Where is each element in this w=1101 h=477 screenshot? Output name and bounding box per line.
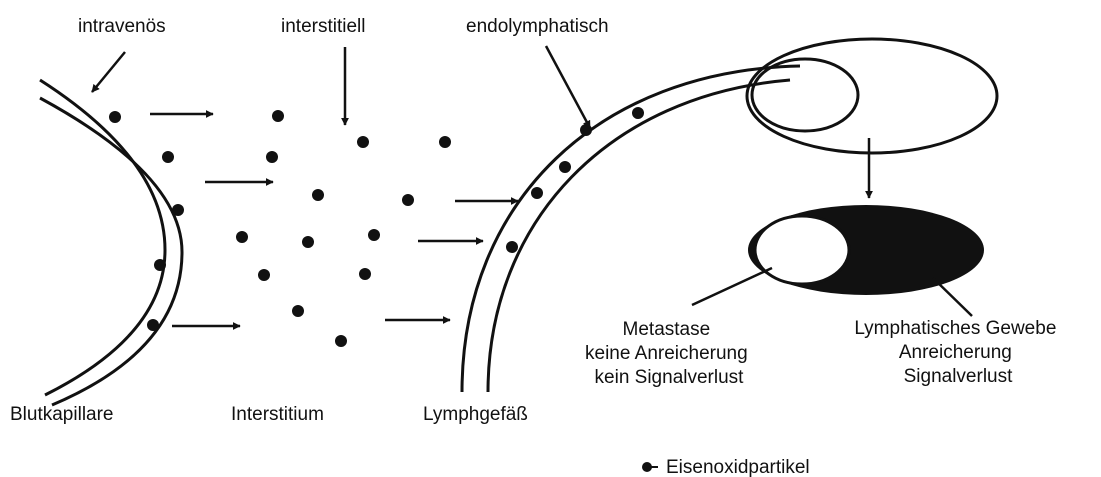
particle xyxy=(258,269,270,281)
metastasis-line-1: Metastase xyxy=(623,319,711,340)
particle xyxy=(312,189,324,201)
lymphatic-tissue-label: Lymphatisches Gewebe Anreicherung Signal… xyxy=(854,318,1061,387)
intravenous-arrow xyxy=(92,52,125,92)
metastasis-label: Metastase keine Anreicherung kein Signal… xyxy=(585,319,753,388)
intravenous-label: intravenös xyxy=(78,16,166,37)
lymph-node xyxy=(747,39,997,153)
particle xyxy=(439,136,451,148)
blood-capillary-wall xyxy=(40,80,182,405)
metastasis-line-3: kein Signalverlust xyxy=(595,367,745,388)
blood-capillary-label: Blutkapillare xyxy=(10,404,114,425)
particle xyxy=(531,187,543,199)
legend-particle-icon xyxy=(642,462,652,472)
particle xyxy=(236,231,248,243)
metastasis-white xyxy=(755,216,849,284)
particle xyxy=(154,259,166,271)
particle xyxy=(147,319,159,331)
interstitium-particles xyxy=(236,110,451,347)
lymphatic-tissue-line-1: Lymphatisches Gewebe xyxy=(854,318,1056,339)
particle xyxy=(292,305,304,317)
lymphatic-tissue-pointer xyxy=(933,278,972,316)
particle xyxy=(302,236,314,248)
lymph-vessel-label: Lymphgefäß xyxy=(423,404,528,425)
particle xyxy=(368,229,380,241)
particle xyxy=(266,151,278,163)
particle xyxy=(172,204,184,216)
lymphatic-tissue-line-3: Signalverlust xyxy=(904,366,1013,387)
particle xyxy=(109,111,121,123)
legend: Eisenoxidpartikel xyxy=(642,457,810,477)
particle xyxy=(335,335,347,347)
interstitium-label: Interstitium xyxy=(231,404,324,425)
particle xyxy=(559,161,571,173)
lymph-vessel-particles xyxy=(506,107,644,253)
lymphatic-tissue-line-2: Anreicherung xyxy=(899,342,1012,363)
particle xyxy=(357,136,369,148)
legend-label: Eisenoxidpartikel xyxy=(666,457,810,477)
particle xyxy=(272,110,284,122)
particle xyxy=(359,268,371,280)
particle xyxy=(632,107,644,119)
particle xyxy=(506,241,518,253)
particle xyxy=(162,151,174,163)
imaged-lymph-node xyxy=(748,205,984,295)
particle xyxy=(402,194,414,206)
metastasis-line-2: keine Anreicherung xyxy=(585,343,748,364)
endolymphatic-arrow xyxy=(546,46,590,128)
metastasis-pointer xyxy=(692,268,772,305)
flow-arrows xyxy=(150,114,518,326)
endolymphatic-label: endolymphatisch xyxy=(466,16,609,37)
interstitial-label: interstitiell xyxy=(281,16,365,37)
